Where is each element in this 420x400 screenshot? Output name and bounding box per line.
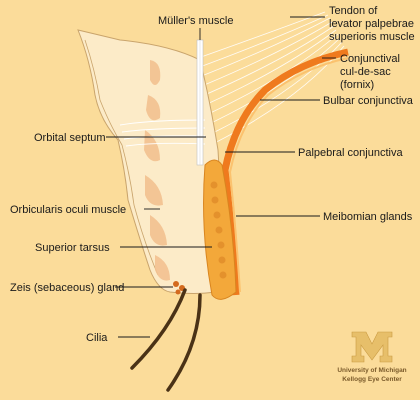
block-m-logo [351,331,393,363]
meibomian-glands [210,181,227,279]
label-palpebral-conjunctiva: Palpebral conjunctiva [298,147,403,159]
orbital-septum [119,119,206,147]
label-tendon-line3: superioris muscle [329,31,415,43]
label-fornix-line1: Conjunctival [340,53,400,65]
leader-lines [106,16,336,338]
label-orbicularis-oculi: Orbicularis oculi muscle [10,204,126,216]
label-zeis-gland: Zeis (sebaceous) gland [10,282,124,294]
orbicularis-oculi-bands [144,60,170,281]
eyelid-skin-line [84,39,159,276]
label-tendon-line2: levator palpebrae [329,18,414,30]
label-cilia: Cilia [86,332,108,344]
watermark-line2: Kellogg Eye Center [342,376,402,383]
conjunctiva [221,48,349,296]
university-logo: University of Michigan Kellogg Eye Cente… [337,331,407,383]
eyelid-skin [77,29,226,294]
label-fornix-line2: cul-de-sac [340,66,391,78]
label-meibomian-glands: Meibomian glands [323,211,413,223]
label-fornix-line3: (fornix) [340,79,374,91]
watermark-line1: University of Michigan [337,367,406,374]
label-superior-tarsus: Superior tarsus [35,242,110,254]
label-mullers-muscle: Müller's muscle [158,15,233,27]
label-bulbar-conjunctiva: Bulbar conjunctiva [323,95,414,107]
conjunctiva-highlight [228,57,349,293]
label-orbital-septum: Orbital septum [34,132,106,144]
label-tendon-line1: Tendon of [329,5,378,17]
cilia [130,288,202,392]
